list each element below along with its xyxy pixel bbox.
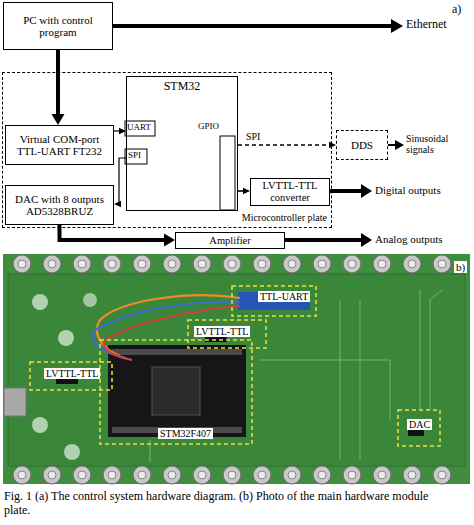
optional-box: DDS <box>336 130 388 160</box>
connector-line <box>238 190 244 192</box>
part-label: TTL-UART <box>258 291 310 302</box>
process-box: PC with control program <box>3 2 113 50</box>
connector <box>238 188 250 194</box>
node-text: Microcontroller plate <box>242 212 327 223</box>
connector-line <box>56 50 60 115</box>
port-label: GPIO <box>198 122 219 132</box>
connector <box>114 128 126 134</box>
connector-line <box>114 130 120 131</box>
mcu-box: STM32 <box>126 76 238 211</box>
process-box: Amplifier <box>175 232 285 249</box>
connector <box>238 142 336 148</box>
node-text: Virtual COM-port TTL-UART FT232 <box>6 133 113 157</box>
arrow-head <box>164 234 175 247</box>
process-box: Virtual COM-port TTL-UART FT232 <box>5 125 114 165</box>
node-text: Amplifier <box>206 235 253 247</box>
process-box: LVTTL-TTL converter <box>250 178 330 206</box>
arrow-head <box>243 188 250 194</box>
output-label: Sinusoidal signals <box>406 133 472 155</box>
node-text: STM32 <box>127 80 237 93</box>
node-text: LVTTL-TTL converter <box>251 180 329 203</box>
part-label: LVTTL-TTL <box>44 368 100 379</box>
edge-label: SPI <box>246 131 260 142</box>
output-label: Digital outputs <box>375 184 441 196</box>
output-arrows <box>113 19 404 247</box>
process-box: DAC with 8 outputs AD5328BRUZ <box>5 185 114 225</box>
arrow-head <box>119 128 126 134</box>
node-text: PC with control program <box>4 14 112 38</box>
plate-group: Microcontroller plate Virtual COM-port TT… <box>2 72 332 228</box>
connector <box>52 50 65 125</box>
connector <box>60 225 176 247</box>
board-photo <box>3 254 470 484</box>
part-label: LVTTL-TTL <box>194 326 250 337</box>
panel-label: b) <box>454 261 467 273</box>
arrow-head <box>52 114 65 125</box>
figure-caption: Fig. 1 (a) The control system hardware d… <box>4 489 434 517</box>
output-label: Ethernet <box>406 18 447 31</box>
connector <box>114 158 126 207</box>
port-label: SPI <box>128 151 141 161</box>
arrow-head <box>114 201 121 207</box>
part-label: DAC <box>407 419 432 430</box>
output-label: Analog outputs <box>375 233 443 245</box>
arrow-head <box>329 142 336 148</box>
port-label: UART <box>127 123 151 133</box>
connector-line <box>238 144 330 145</box>
connector-line <box>119 158 126 204</box>
node-text: DAC with 8 outputs AD5328BRUZ <box>6 193 113 217</box>
part-label: STM32F407 <box>158 428 213 439</box>
node-text: DDS <box>348 139 376 151</box>
panel-label: a) <box>452 3 461 16</box>
